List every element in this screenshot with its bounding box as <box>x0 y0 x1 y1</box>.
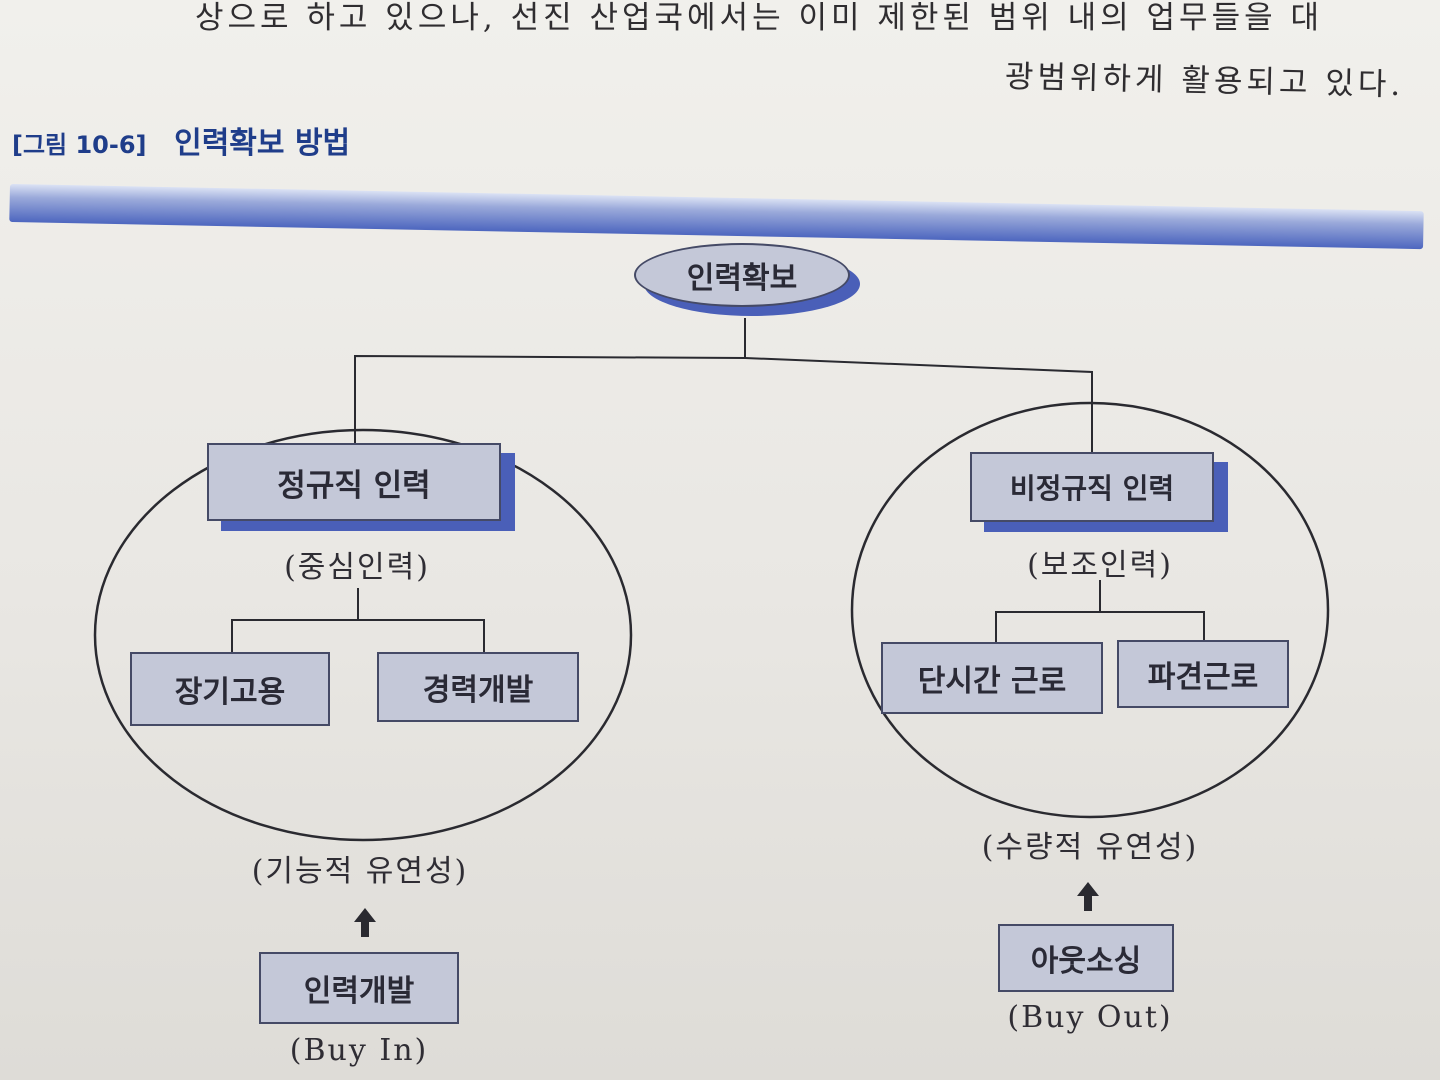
regular-workforce-box: 정규직 인력 <box>207 443 501 521</box>
nonregular-group-ellipse <box>850 401 1330 819</box>
dispatched-work-box: 파견근로 <box>1117 640 1289 708</box>
buy-out-label: (Buy Out) <box>1007 1000 1173 1035</box>
regular-group-ellipse <box>93 428 633 842</box>
nonregular-children-connector <box>995 611 1205 642</box>
figure-title: [그림 10-6] 인력확보 방법 <box>12 118 350 162</box>
root-node: 인력확보 <box>634 243 850 307</box>
intro-line-1: 상으로 하고 있으나, 선진 산업국에서는 이미 제한된 범위 내의 업무들을 … <box>195 0 1323 36</box>
workforce-development-box: 인력개발 <box>259 952 459 1024</box>
figure-caption: 인력확보 방법 <box>174 126 351 161</box>
nonregular-workforce-box: 비정규직 인력 <box>970 452 1214 522</box>
branch-connector <box>354 354 1093 455</box>
intro-text: 상으로 하고 있으나, 선진 산업국에서는 이미 제한된 범위 내의 업무들을 … <box>0 0 1440 110</box>
long-term-employment-box: 장기고용 <box>130 652 330 726</box>
buy-in-label: (Buy In) <box>289 1033 429 1068</box>
regular-subtitle: (중심인력) <box>284 550 430 585</box>
quantitative-flexibility-label: (수량적 유연성) <box>981 830 1199 865</box>
functional-flexibility-label: (기능적 유연성) <box>251 854 469 889</box>
figure-number: [그림 10-6] <box>12 131 147 159</box>
career-development-box: 경력개발 <box>377 652 579 722</box>
nonregular-subtitle: (보조인력) <box>1027 548 1173 583</box>
regular-children-connector <box>231 619 485 652</box>
part-time-work-box: 단시간 근로 <box>881 642 1103 714</box>
outsourcing-box: 아웃소싱 <box>998 924 1174 992</box>
